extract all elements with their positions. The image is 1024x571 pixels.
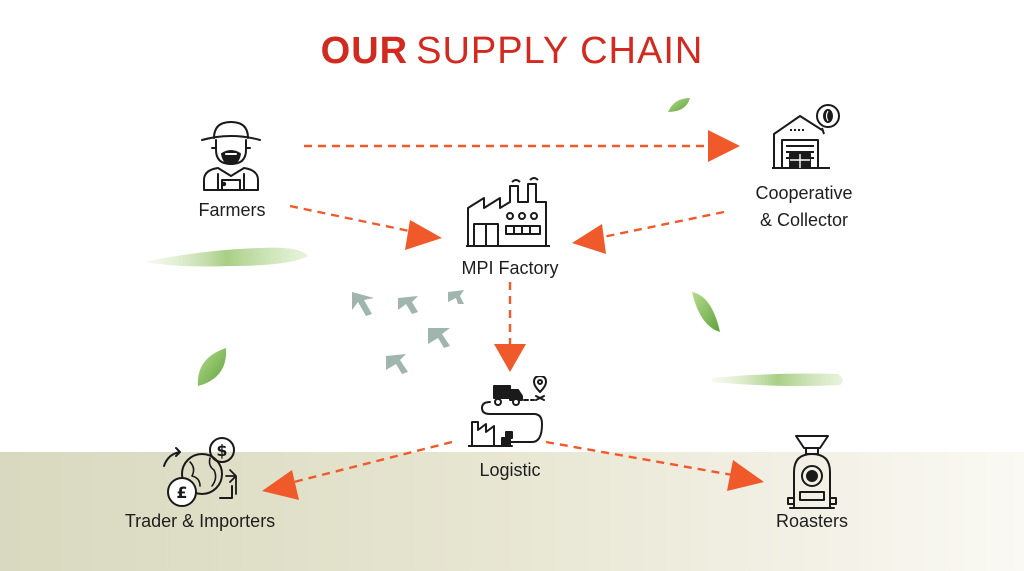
flow-line-cooperative-factory [597, 210, 725, 240]
arrowhead-to-cooperative [708, 130, 740, 162]
bird-flock [352, 290, 464, 374]
coffee-roaster-icon [786, 434, 838, 510]
flow-line-logistic-roasters [545, 440, 739, 478]
leaf-right [692, 292, 720, 332]
warehouse-icon [770, 100, 842, 170]
title-light: SUPPLY CHAIN [416, 30, 704, 72]
factory-icon [466, 176, 550, 248]
leaf-top [668, 98, 690, 112]
traders-label: Trader & Importers [124, 511, 276, 531]
farmers-label: Farmers [198, 200, 266, 220]
arrowhead-to-factory-right [572, 224, 606, 254]
brush-stroke-right [712, 373, 843, 386]
flow-line-logistic-traders [285, 440, 453, 486]
roasters-label: Roasters [775, 511, 849, 531]
brush-stroke-left [145, 247, 308, 267]
flow-line-farmers-factory [289, 204, 415, 234]
svg-text:$: $ [216, 441, 227, 460]
leaf-left [197, 348, 227, 386]
arrowhead-to-logistic [494, 344, 526, 372]
global-trade-icon: $ £ [160, 436, 242, 510]
farmer-icon [196, 118, 266, 194]
logistic-label: Logistic [479, 460, 541, 480]
title-bold: OUR [320, 30, 409, 72]
ground-band [0, 452, 1024, 571]
arrowhead-to-traders [262, 470, 299, 500]
arrowhead-to-roasters [727, 460, 764, 491]
logistic-route-icon [467, 375, 554, 456]
svg-text:£: £ [176, 483, 187, 502]
cooperative-label-line1: Cooperative [755, 183, 853, 203]
factory-label: MPI Factory [461, 258, 559, 278]
cooperative-label-line2: & Collector [759, 210, 849, 230]
arrowhead-to-factory-left [405, 220, 442, 250]
